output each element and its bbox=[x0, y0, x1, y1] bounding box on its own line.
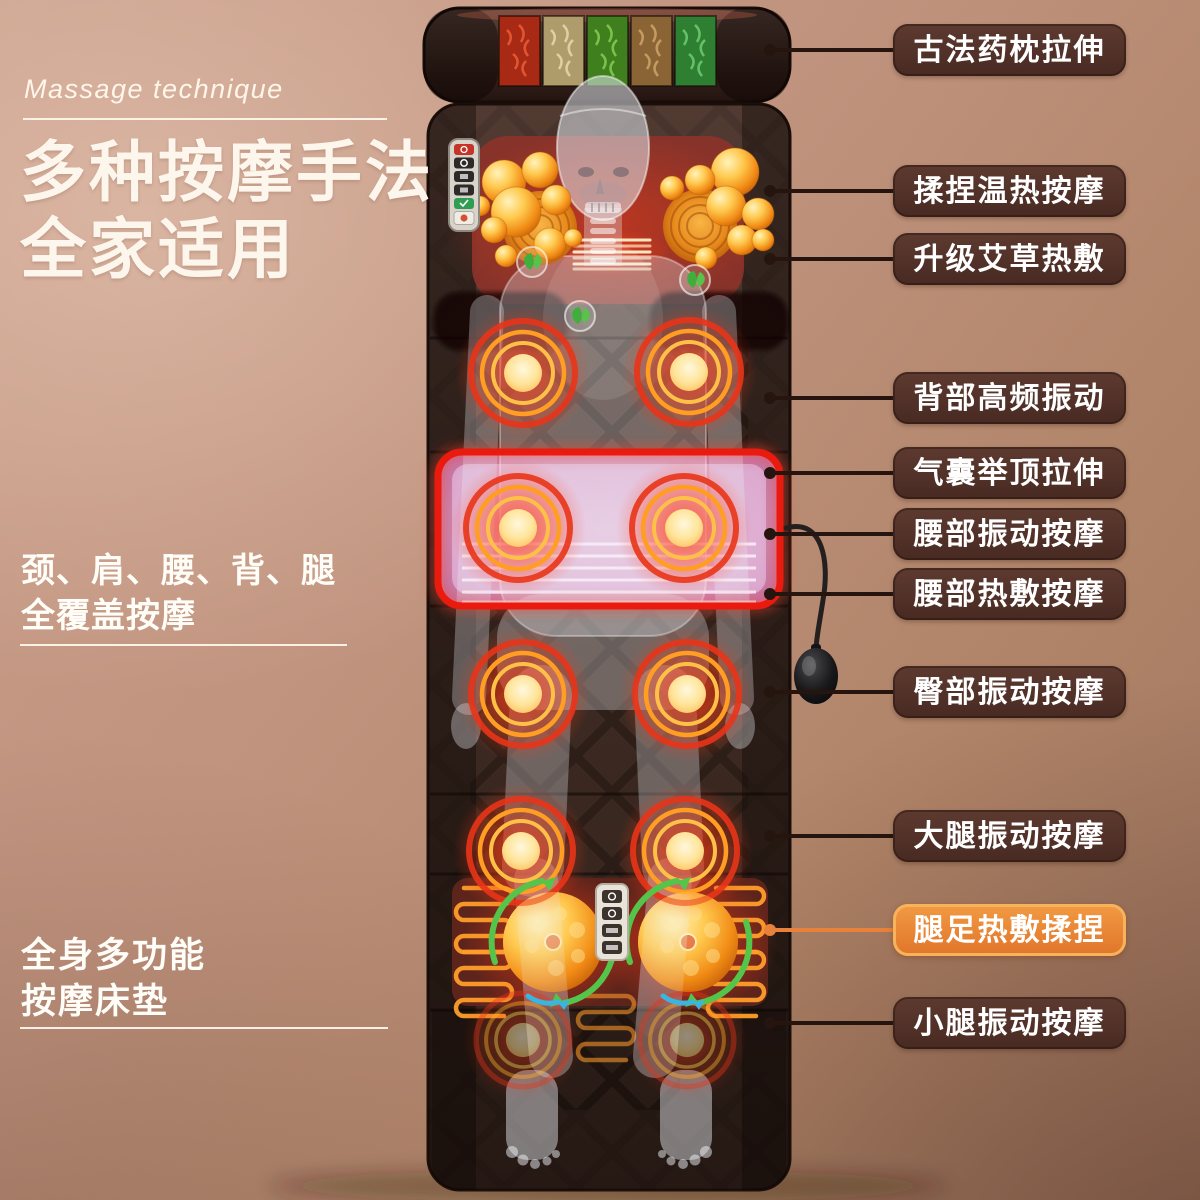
herb-compartment-safflower bbox=[498, 15, 541, 87]
callout-hip-vibration: 臀部振动按摩 bbox=[764, 666, 1126, 718]
callout-label: 腰部热敷按摩 bbox=[893, 568, 1126, 620]
coverage-note-line-1: 颈、肩、腰、背、腿 bbox=[21, 552, 336, 590]
callout-label: 腰部振动按摩 bbox=[893, 508, 1126, 560]
neck-massage-balls bbox=[469, 147, 775, 270]
connector-line bbox=[770, 834, 895, 838]
callout-label: 古法药枕拉伸 bbox=[893, 24, 1126, 76]
connector-line bbox=[770, 928, 895, 932]
callout-herb-pillow-stretch: 古法药枕拉伸 bbox=[764, 24, 1126, 76]
coverage-note-line-2: 全覆盖按摩 bbox=[21, 596, 196, 635]
connector-line bbox=[770, 471, 895, 475]
connector-dot bbox=[764, 467, 776, 479]
herb-compartment-mint bbox=[674, 15, 717, 87]
callout-airbag-stretch: 气囊举顶拉伸 bbox=[764, 447, 1126, 499]
connector-line bbox=[770, 257, 895, 261]
connector-line bbox=[770, 592, 895, 596]
head bbox=[556, 75, 650, 221]
eyebrow-text: Massage technique bbox=[24, 74, 284, 104]
connector-dot bbox=[764, 830, 776, 842]
divider-middle bbox=[20, 644, 347, 646]
divider-bottom bbox=[20, 1027, 388, 1029]
callout-label: 小腿振动按摩 bbox=[893, 997, 1126, 1049]
connector-dot bbox=[764, 1017, 776, 1029]
connector-line bbox=[770, 690, 895, 694]
product-note: 全身多功能 按摩床垫 bbox=[21, 933, 206, 1024]
herb-compartment-dried-herb bbox=[542, 15, 585, 87]
callout-mugwort-hot-compress: 升级艾草热敷 bbox=[764, 233, 1126, 285]
connector-line bbox=[770, 48, 895, 52]
connector-line bbox=[770, 189, 895, 193]
callout-label: 大腿振动按摩 bbox=[893, 810, 1126, 862]
coverage-note: 颈、肩、腰、背、腿 全覆盖按摩 bbox=[21, 549, 336, 639]
connector-line bbox=[770, 532, 895, 536]
herb-compartment-ginger bbox=[630, 15, 673, 87]
herb-pillow bbox=[422, 6, 792, 104]
callout-label: 揉捏温热按摩 bbox=[893, 165, 1126, 217]
connector-dot bbox=[764, 686, 776, 698]
connector-dot bbox=[764, 588, 776, 600]
connector-dot bbox=[764, 392, 776, 404]
callout-label: 臀部振动按摩 bbox=[893, 666, 1126, 718]
remote-control bbox=[448, 138, 480, 232]
connector-dot bbox=[764, 44, 776, 56]
title-line-2: 全家适用 bbox=[20, 211, 296, 286]
callout-label: 背部高频振动 bbox=[893, 372, 1126, 424]
waist-band-border bbox=[430, 444, 788, 614]
callout-waist-hot-compress: 腰部热敷按摩 bbox=[764, 568, 1126, 620]
callout-waist-vibration: 腰部振动按摩 bbox=[764, 508, 1126, 560]
connector-line bbox=[770, 396, 895, 400]
connector-dot bbox=[764, 185, 776, 197]
callout-calf-vibration: 小腿振动按摩 bbox=[764, 997, 1126, 1049]
product-note-line-2: 按摩床垫 bbox=[21, 981, 170, 1021]
title-line-1: 多种按摩手法 bbox=[20, 135, 434, 209]
callout-leg-foot-hot-kneading: 腿足热敷揉捏 bbox=[764, 904, 1126, 956]
connector-dot bbox=[764, 528, 776, 540]
callout-label: 升级艾草热敷 bbox=[893, 233, 1126, 285]
callout-thigh-vibration: 大腿振动按摩 bbox=[764, 810, 1126, 862]
callout-label-highlight: 腿足热敷揉捏 bbox=[893, 904, 1126, 956]
divider-top bbox=[23, 118, 387, 120]
product-note-line-1: 全身多功能 bbox=[21, 936, 207, 975]
page-title: 多种按摩手法 全家适用 bbox=[20, 134, 434, 287]
callout-label: 气囊举顶拉伸 bbox=[893, 447, 1126, 499]
connector-line bbox=[770, 1021, 895, 1025]
callout-back-vibration: 背部高频振动 bbox=[764, 372, 1126, 424]
leg-control-panel bbox=[595, 883, 629, 961]
connector-dot bbox=[764, 253, 776, 265]
callout-kneading-warm-massage: 揉捏温热按摩 bbox=[764, 165, 1126, 217]
connector-dot bbox=[764, 924, 776, 936]
